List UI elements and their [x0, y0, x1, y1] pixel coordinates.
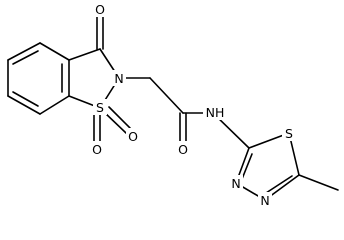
atom-n-ring: N	[112, 70, 126, 86]
bond-n3-c2-inner	[241, 153, 253, 180]
atom-s-thiadiazole-label: S	[285, 126, 293, 141]
atom-o-sulfonyl-2-label: O	[128, 129, 138, 144]
atom-o-sulfonyl-1-label: O	[92, 142, 102, 157]
bond-benzene-4	[39, 95, 70, 115]
bond-benzene-1-inner	[12, 50, 39, 65]
atom-o-sulfonyl-2: O	[126, 128, 140, 144]
bond-c3a-c3	[68, 48, 101, 61]
bond-benzene-1	[7, 42, 41, 61]
atom-n-amide-label: N	[206, 105, 215, 120]
bond-ch2-camide	[149, 77, 184, 114]
atom-labels: O N S O O O NH S	[90, 1, 296, 208]
bond-so-right-1	[103, 111, 127, 134]
atom-nh-amide: NH	[203, 104, 227, 120]
atom-n-thiadiazole-1-label: N	[231, 176, 240, 191]
atom-n-ring-label: N	[114, 71, 123, 86]
bond-benzene-3	[7, 95, 41, 115]
atom-s-sulfonyl-label: S	[96, 100, 104, 115]
atom-s-thiadiazole: S	[282, 125, 296, 141]
bond-benzene-6	[39, 42, 70, 61]
chemical-structure-diagram: O N S O O O NH S	[7, 1, 339, 208]
bond-so-right-2	[108, 106, 131, 129]
atom-s-sulfonyl: S	[93, 99, 107, 115]
atom-o-amide-label: O	[178, 142, 188, 157]
atom-o-ketone: O	[93, 1, 107, 17]
bonds	[7, 14, 339, 201]
atom-nh-amide-label: NH	[206, 105, 225, 120]
atom-o-amide: O	[176, 141, 190, 157]
atom-o-ketone-label: O	[95, 2, 105, 17]
atom-o-sulfonyl-1: O	[90, 141, 104, 157]
atom-h-amide-label: H	[215, 105, 224, 120]
atom-n-thiadiazole-2: N	[258, 192, 272, 208]
atom-n-thiadiazole-2-label: N	[260, 193, 269, 208]
bond-c5-methyl	[298, 174, 339, 191]
atom-n-thiadiazole-1: N	[229, 175, 243, 191]
bond-benzene-3-inner	[12, 91, 39, 107]
bond-c5-n4-inner	[265, 175, 293, 194]
